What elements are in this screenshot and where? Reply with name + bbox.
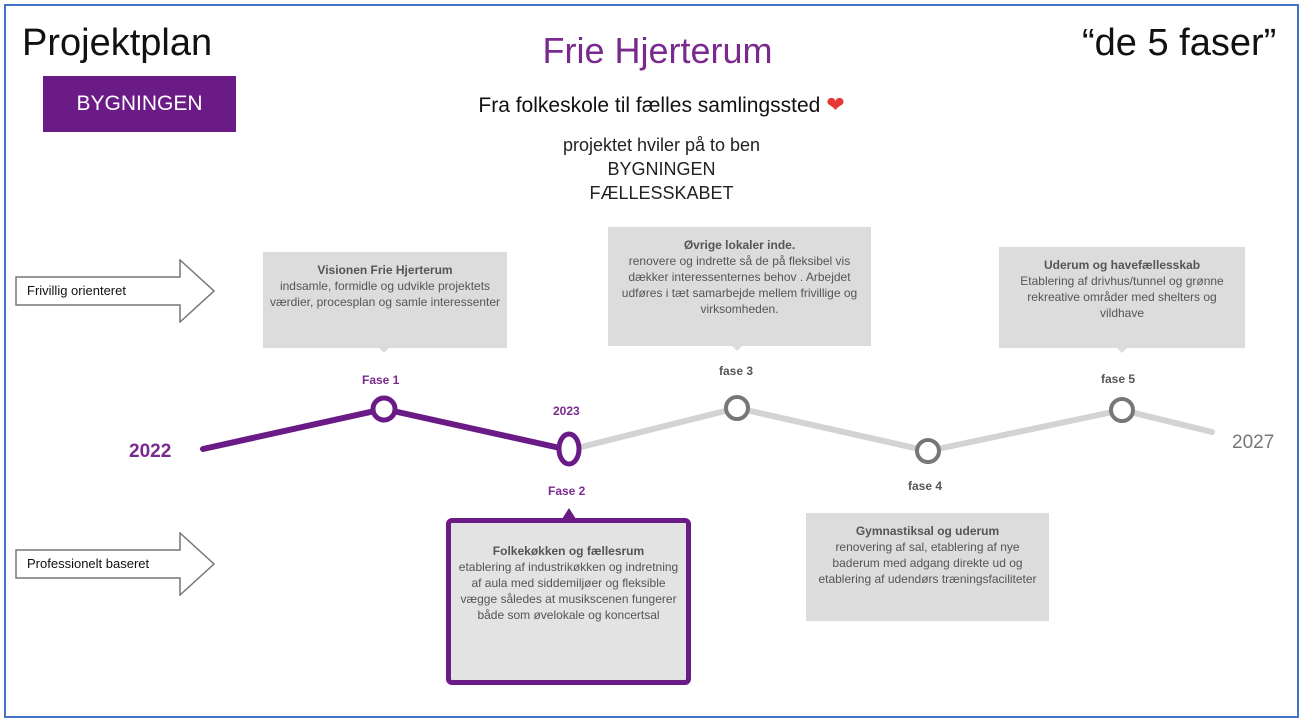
phase-1-box-pointer	[378, 347, 390, 353]
arrow-right-icon	[15, 258, 216, 324]
phase-4-box: Gymnastiksal og uderum renovering af sal…	[806, 513, 1049, 621]
phase-4-box-title: Gymnastiksal og uderum	[855, 524, 1000, 538]
arrow-volunteer-label: Frivillig orienteret	[27, 283, 126, 298]
phase-5-box-title: Uderum og havefællesskab	[1043, 258, 1201, 272]
subtitle: Fra folkeskole til fælles samlingssted ❤	[0, 92, 1303, 118]
start-year: 2022	[129, 441, 172, 462]
main-title: Frie Hjerterum	[542, 30, 773, 71]
phase-3-label: fase 3	[719, 364, 754, 378]
project-legs: projektet hviler på to ben BYGNINGEN FÆL…	[0, 133, 1303, 205]
phase-2-label: Fase 2	[548, 484, 586, 498]
phase-3-box: Øvrige lokaler inde. renovere og indrett…	[608, 227, 871, 346]
legs-intro: projektet hviler på to ben	[562, 135, 761, 155]
phase-3-box-pointer	[731, 345, 743, 351]
phase-5-node	[1109, 397, 1135, 423]
leg-community: FÆLLESSKABET	[589, 183, 734, 203]
leg-building: BYGNINGEN	[607, 159, 716, 179]
phase-4-node	[915, 438, 941, 464]
phase-1-label: Fase 1	[362, 373, 400, 387]
arrow-volunteer: Frivillig orienteret	[15, 258, 216, 328]
phase-4-label: fase 4	[908, 479, 943, 493]
phase-5-label: fase 5	[1101, 372, 1136, 386]
arrow-right-icon	[15, 531, 216, 597]
arrow-professional-label: Professionelt baseret	[27, 556, 150, 571]
phase-1-box: Visionen Frie Hjerterum indsamle, formid…	[263, 252, 507, 348]
phase-2-box-pointer	[562, 508, 576, 519]
phase-2-box-text: etablering af industrikøkken og indretni…	[458, 560, 679, 622]
phase-5-box-pointer	[1116, 347, 1128, 353]
end-year: 2027	[1232, 432, 1275, 453]
phase-3-node	[724, 395, 750, 421]
phase-3-box-text: renovere og indrette så de på fleksibel …	[621, 254, 858, 316]
phase-4-box-text: renovering af sal, etablering af nye bad…	[818, 540, 1037, 586]
heart-icon: ❤	[826, 92, 845, 117]
phase-2-node	[556, 431, 582, 467]
phase-2-box: Folkekøkken og fællesrum etablering af i…	[446, 518, 691, 685]
phase-3-box-title: Øvrige lokaler inde.	[683, 238, 796, 252]
phase-1-box-text: indsamle, formidle og udvikle projektets…	[269, 279, 501, 309]
left-title: Projektplan	[22, 22, 213, 64]
phase-2-box-title: Folkekøkken og fællesrum	[492, 544, 645, 558]
mid-year: 2023	[553, 404, 580, 418]
phase-1-node	[370, 395, 398, 423]
phase-5-box-text: Etablering af drivhus/tunnel og grønne r…	[1020, 274, 1224, 320]
building-tag: BYGNINGEN	[43, 76, 236, 132]
phase-5-box: Uderum og havefællesskab Etablering af d…	[999, 247, 1245, 348]
slide-frame	[4, 4, 1299, 718]
phase-1-box-title: Visionen Frie Hjerterum	[317, 263, 453, 277]
subtitle-text: Fra folkeskole til fælles samlingssted	[478, 94, 821, 117]
arrow-professional: Professionelt baseret	[15, 531, 216, 601]
right-title: “de 5 faser”	[1082, 22, 1277, 64]
